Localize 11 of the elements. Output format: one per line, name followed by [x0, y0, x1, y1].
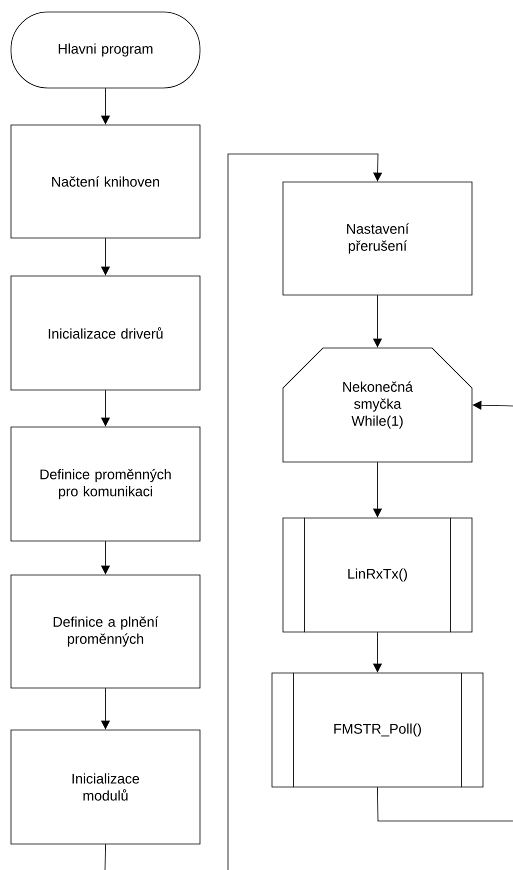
- process-box: Inicializace driverů: [10, 276, 200, 390]
- process-box: Definice proměnných pro komunikaci: [10, 426, 200, 542]
- start-terminal: Hlavni program: [10, 12, 200, 88]
- process-box: Inicializace modulů: [10, 730, 200, 844]
- process-box: Nastavení přerušení: [282, 182, 472, 296]
- process-box: Definice a plnění proměnných: [10, 574, 200, 688]
- subprocess-box: LinRxTx(): [282, 517, 472, 633]
- arrow: [228, 154, 382, 870]
- subprocess-box: FMSTR_Poll(): [272, 672, 484, 788]
- process-box: Načtení knihoven: [10, 124, 200, 238]
- loop-limit-box: Nekonečná smyčka While(1): [282, 348, 472, 462]
